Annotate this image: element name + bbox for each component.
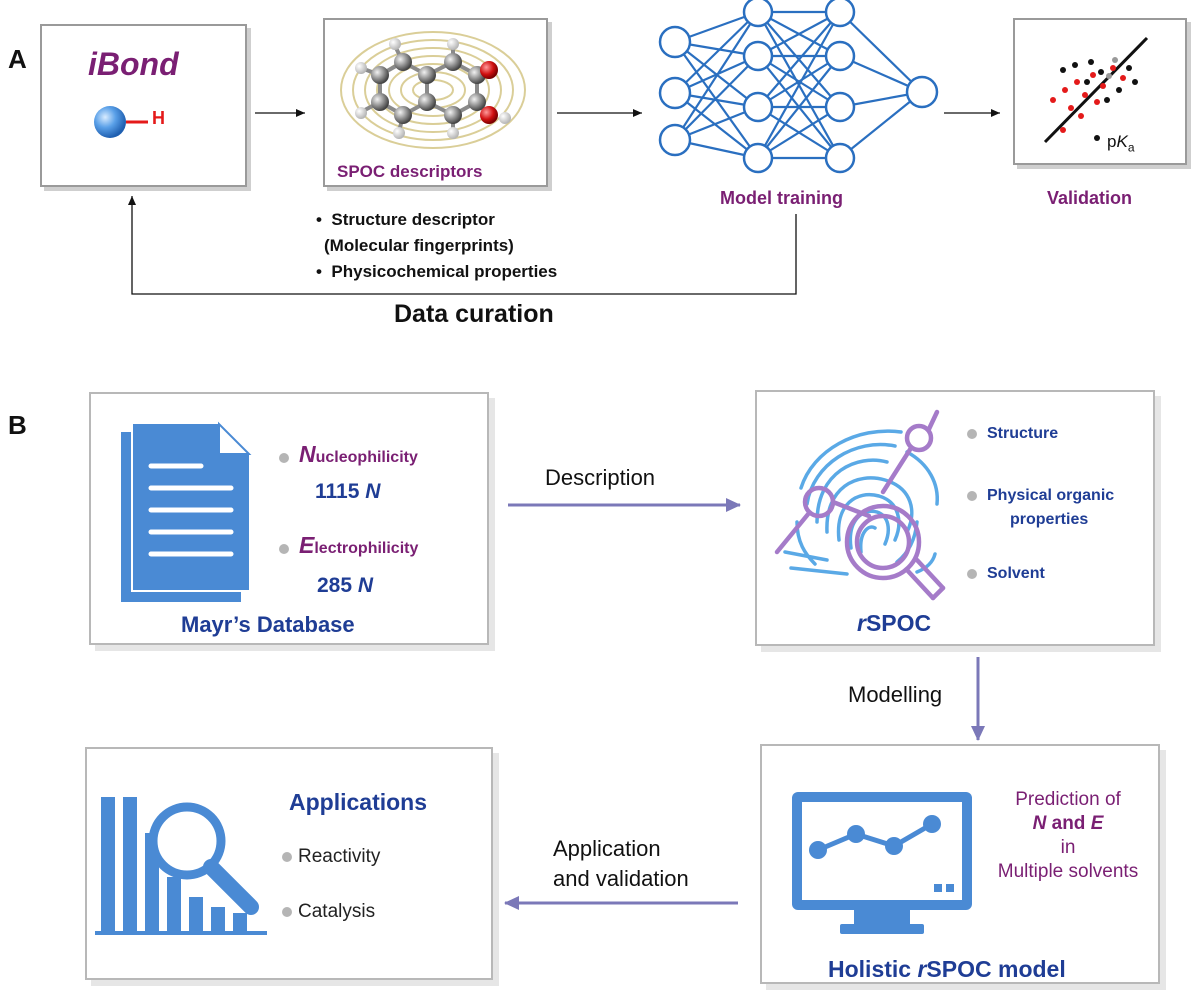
electrophilicity-rest: lectrophilicity [314,540,419,557]
description-label: Description [545,465,656,490]
holistic-model-title: Holistic rSPOC model [828,956,1066,982]
feature-solvent: Solvent [967,562,1114,586]
mayr-database-title: Mayr’s Database [181,612,355,637]
application-item-catalysis: Catalysis [282,901,375,923]
feature-structure: Structure [967,422,1114,446]
ibond-title: iBond [88,46,179,82]
data-curation-loop-arrow [128,196,797,295]
rspoc-title: rSPOC [857,610,932,636]
bullet-dot [967,428,977,439]
mayr-database-box: Nucleophilicity 1115 N Electrophilicity … [89,392,489,645]
data-curation-label: Data curation [394,300,554,328]
applications-box: Applications Reactivity Catalysis [85,747,493,980]
bullet-structure-descriptor: • Structure descriptor [316,210,495,229]
hidden-node [824,40,856,72]
model-training-label: Model training [720,188,843,208]
rspoc-box: Structure Physical organic properties So… [755,390,1155,646]
nucleophilicity-row: Nucleophilicity [279,441,418,468]
bond-icon [94,106,148,138]
application-item-reactivity: Reactivity [282,846,380,868]
validation-label: Validation [1047,188,1133,208]
application-validation-label: Application and validation [553,836,689,891]
bullet-dot [967,568,977,579]
monitor-chart-icon [792,792,972,934]
holistic-rspoc-box: Prediction of N and E in Multiple solven… [760,744,1160,984]
prediction-text: Prediction of N and E in Multiple solven… [997,789,1139,882]
hidden-node [824,0,856,28]
validation-box: pKa [1013,18,1187,165]
nucleophilicity-rest: ucleophilicity [315,449,418,466]
panel-b-label: B [8,410,27,440]
pka-label: pKa [1107,132,1135,155]
bullet-dot [279,452,289,463]
molecule-fingerprint-icon [340,31,526,149]
ibond-box: iBond H [40,24,247,187]
input-node [658,123,692,157]
hidden-node [742,40,774,72]
panel-a-arrows [128,109,1000,295]
panel-a-label: A [8,44,27,74]
bullet-dot [967,490,977,501]
electrophilicity-initial: E [299,532,315,558]
input-node [658,76,692,110]
output-node [905,75,939,109]
nucleophilicity-count: 1115 N [315,480,381,503]
hidden-node [742,142,774,174]
bullet-dot [282,906,292,917]
spoc-descriptors-box: SPOC descriptors [323,18,548,187]
hidden-node [824,91,856,123]
h-atom-label: H [152,108,165,128]
input-node [658,25,692,59]
bullet-dot [279,543,289,554]
hidden-node [742,91,774,123]
validation-scatter-plot [1043,36,1149,144]
nucleophilicity-initial: N [299,441,316,467]
rspoc-features-list: Structure Physical organic properties So… [967,422,1114,586]
bar-chart-magnifier-icon [95,797,267,935]
hidden-node [824,142,856,174]
bullet-molecular-fingerprints: (Molecular fingerprints) [324,236,514,255]
bullet-physicochemical-properties: • Physicochemical properties [316,262,558,281]
applications-title: Applications [289,789,428,815]
electrophilicity-row: Electrophilicity [279,532,418,559]
hidden-node [742,0,774,28]
fingerprint-magnifier-icon [774,409,946,601]
modelling-label: Modelling [848,682,943,707]
bullet-dot [282,851,292,862]
spoc-descriptors-title: SPOC descriptors [337,162,483,181]
feature-physical-organic: Physical organic [967,484,1114,508]
neural-network-icon [658,0,939,174]
descriptor-bullet-list: • Structure descriptor (Molecular finger… [316,207,557,285]
feature-properties: properties [1010,511,1089,528]
electrophilicity-count: 285 N [317,574,374,597]
documents-icon [121,421,252,602]
panel-b-arrows [504,498,985,910]
